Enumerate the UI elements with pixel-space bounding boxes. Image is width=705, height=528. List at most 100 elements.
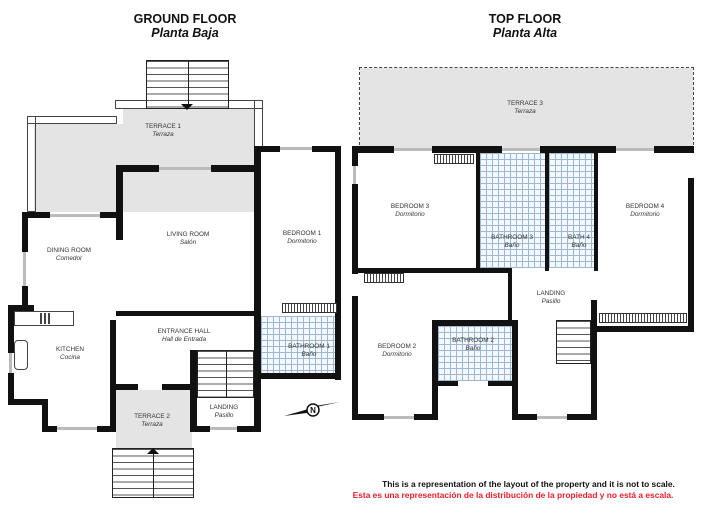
room-name: LANDING bbox=[209, 404, 239, 411]
room-name: BATH 4 bbox=[568, 234, 590, 241]
room-name: LIVING ROOM bbox=[166, 231, 210, 238]
window bbox=[353, 166, 356, 184]
window bbox=[159, 167, 211, 170]
room-name-es: Baño bbox=[571, 242, 587, 249]
room-name-es: Hall de Entrada bbox=[161, 336, 207, 343]
wall bbox=[352, 184, 358, 274]
wall bbox=[567, 414, 597, 420]
wall bbox=[335, 146, 341, 380]
top-floor-heading: TOP FLOOR bbox=[488, 12, 562, 26]
room-label-bedroom-1: BEDROOM 1 Dormitorio bbox=[283, 230, 321, 246]
wall bbox=[432, 320, 438, 420]
wall bbox=[512, 320, 518, 420]
top-floor-subheading: Planta Alta bbox=[492, 26, 558, 40]
svg-text:N: N bbox=[310, 406, 316, 415]
kitchen-counter bbox=[14, 311, 74, 326]
wall bbox=[22, 212, 50, 218]
wall bbox=[476, 153, 480, 271]
room-name: ENTRANCE HALL bbox=[157, 328, 211, 335]
stairs-internal bbox=[197, 350, 254, 398]
window bbox=[280, 147, 312, 150]
wall bbox=[591, 326, 694, 332]
bathroom-3-tiles bbox=[480, 153, 545, 268]
wall bbox=[352, 146, 358, 166]
room-name-es: Terraza bbox=[141, 421, 163, 428]
room-name-es: Comedor bbox=[55, 255, 83, 262]
wall bbox=[352, 414, 384, 420]
wall bbox=[508, 268, 512, 324]
room-label-dining-room: DINING ROOM Comedor bbox=[47, 247, 91, 263]
window bbox=[9, 353, 12, 383]
wall bbox=[100, 212, 122, 218]
hob-icon bbox=[40, 313, 52, 324]
wall bbox=[432, 320, 518, 326]
wall bbox=[8, 305, 34, 311]
wall bbox=[261, 373, 341, 379]
room-label-entrance-hall: ENTRANCE HALL Hall de Entrada bbox=[158, 328, 211, 344]
room-label-bedroom-4: BEDROOM 4 Dormitorio bbox=[626, 203, 664, 219]
top-floor-title: TOP FLOOR Planta Alta bbox=[460, 12, 590, 40]
room-name: TERRACE 2 bbox=[134, 413, 170, 420]
wall bbox=[8, 373, 14, 405]
wall bbox=[414, 414, 438, 420]
room-label-terrace-3: TERRACE 3 Terraza bbox=[507, 100, 543, 116]
wall bbox=[162, 384, 198, 390]
wall bbox=[352, 146, 394, 153]
window bbox=[23, 252, 26, 286]
window bbox=[616, 148, 654, 151]
window bbox=[502, 148, 540, 151]
room-label-kitchen: KITCHEN Cocina bbox=[56, 346, 84, 362]
wall bbox=[540, 146, 616, 153]
room-name: DINING ROOM bbox=[46, 247, 92, 254]
wardrobe bbox=[599, 313, 687, 323]
ground-floor-subheading: Planta Baja bbox=[151, 26, 219, 40]
wall bbox=[591, 300, 597, 420]
room-name: BEDROOM 3 bbox=[390, 203, 430, 210]
room-label-bedroom-2: BEDROOM 2 Dormitorio bbox=[378, 343, 416, 359]
room-label-landing-top: LANDING Pasillo bbox=[537, 290, 565, 306]
room-label-terrace-2: TERRACE 2 Terraza bbox=[134, 413, 170, 429]
wall bbox=[110, 384, 138, 390]
room-label-bathroom-2: BATHROOM 2 Baño bbox=[452, 337, 494, 353]
disclaimer-english: This is a representation of the layout o… bbox=[382, 479, 675, 489]
window bbox=[50, 214, 100, 217]
wall bbox=[312, 146, 341, 152]
room-name: BATHROOM 2 bbox=[452, 337, 494, 344]
room-name-es: Cocina bbox=[60, 354, 80, 361]
room-label-living-room: LIVING ROOM Salón bbox=[167, 231, 210, 247]
wall bbox=[438, 381, 458, 386]
wall bbox=[211, 165, 256, 172]
wall bbox=[116, 165, 159, 172]
bathroom-2-tiles bbox=[438, 326, 512, 381]
room-name: KITCHEN bbox=[55, 346, 85, 353]
wall bbox=[254, 146, 261, 379]
wall bbox=[8, 399, 48, 405]
arrow-up-icon bbox=[147, 448, 159, 454]
room-name-es: Pasillo bbox=[214, 412, 234, 419]
wardrobe bbox=[434, 154, 474, 164]
room-name: BEDROOM 2 bbox=[377, 343, 417, 350]
stairs-terrace-2 bbox=[112, 448, 194, 498]
room-name-es: Salón bbox=[179, 239, 197, 246]
window bbox=[210, 427, 237, 430]
wall bbox=[488, 381, 512, 386]
room-name-es: Terraza bbox=[514, 108, 536, 115]
room-name: BATHROOM 1 bbox=[288, 343, 330, 350]
terrace-2-area bbox=[116, 390, 192, 448]
window bbox=[384, 416, 414, 419]
wall bbox=[512, 414, 537, 420]
bath-4-tiles bbox=[549, 153, 594, 268]
wall bbox=[97, 426, 115, 432]
room-name-es: Dormitorio bbox=[287, 238, 317, 245]
wardrobe bbox=[282, 303, 337, 313]
terrace-1-upper bbox=[123, 108, 254, 126]
room-label-bath-4: BATH 4 Baño bbox=[568, 234, 590, 250]
room-name-es: Baño bbox=[504, 242, 520, 249]
wall bbox=[254, 375, 261, 432]
window bbox=[394, 148, 432, 151]
wall bbox=[116, 165, 123, 240]
terrace-3-area bbox=[360, 68, 693, 148]
room-label-bathroom-3: BATHROOM 3 Baño bbox=[491, 234, 533, 250]
terrace-1-railing-right bbox=[254, 100, 263, 148]
wall bbox=[688, 178, 694, 332]
